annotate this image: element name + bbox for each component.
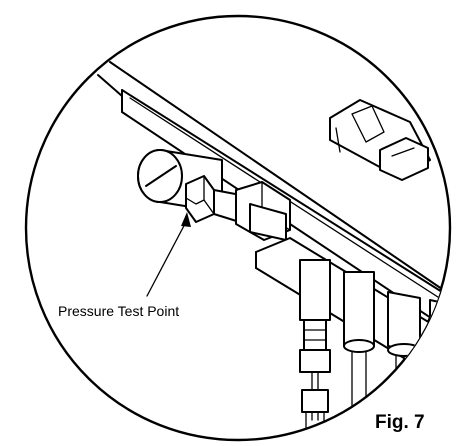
pressure-test-cap (137, 149, 223, 213)
valve-body (235, 181, 291, 241)
pilot-tubing (299, 259, 331, 440)
callout-leader (146, 212, 191, 297)
pilot-burner-tube (343, 271, 375, 421)
magnifier-circle (24, 14, 452, 442)
callout-label: Pressure Test Point (58, 303, 179, 319)
figure-label: Fig. 7 (375, 412, 425, 433)
